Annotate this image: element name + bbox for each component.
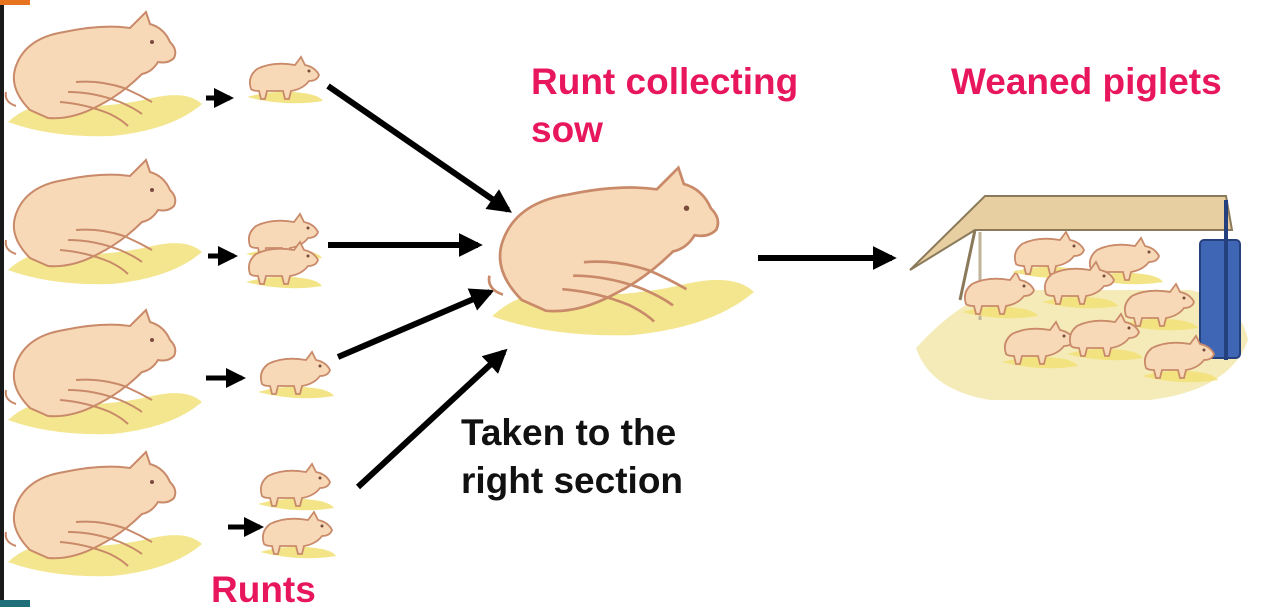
piglet-icon xyxy=(247,57,323,103)
sow-icon xyxy=(489,168,754,336)
runt-collecting-sow-label: Runt collecting sow xyxy=(531,58,861,154)
taken-to-right-section-label: Taken to the right section xyxy=(461,409,761,505)
arrow-icon xyxy=(328,86,508,210)
weaned-piglets-label: Weaned piglets xyxy=(951,58,1269,106)
sow-icon xyxy=(6,12,202,136)
feeder-icon xyxy=(1200,240,1240,358)
sow-icon xyxy=(6,160,202,284)
piglet-icon xyxy=(260,512,336,558)
sow-icon xyxy=(6,310,202,434)
sow-icon xyxy=(6,452,202,576)
small-arrow-icons xyxy=(206,98,260,527)
piglet-icon xyxy=(258,352,334,398)
piglet-icon xyxy=(258,464,334,510)
pen-icon xyxy=(910,196,1248,400)
arrow-icon xyxy=(338,292,490,357)
piglet-icon xyxy=(962,272,1038,318)
